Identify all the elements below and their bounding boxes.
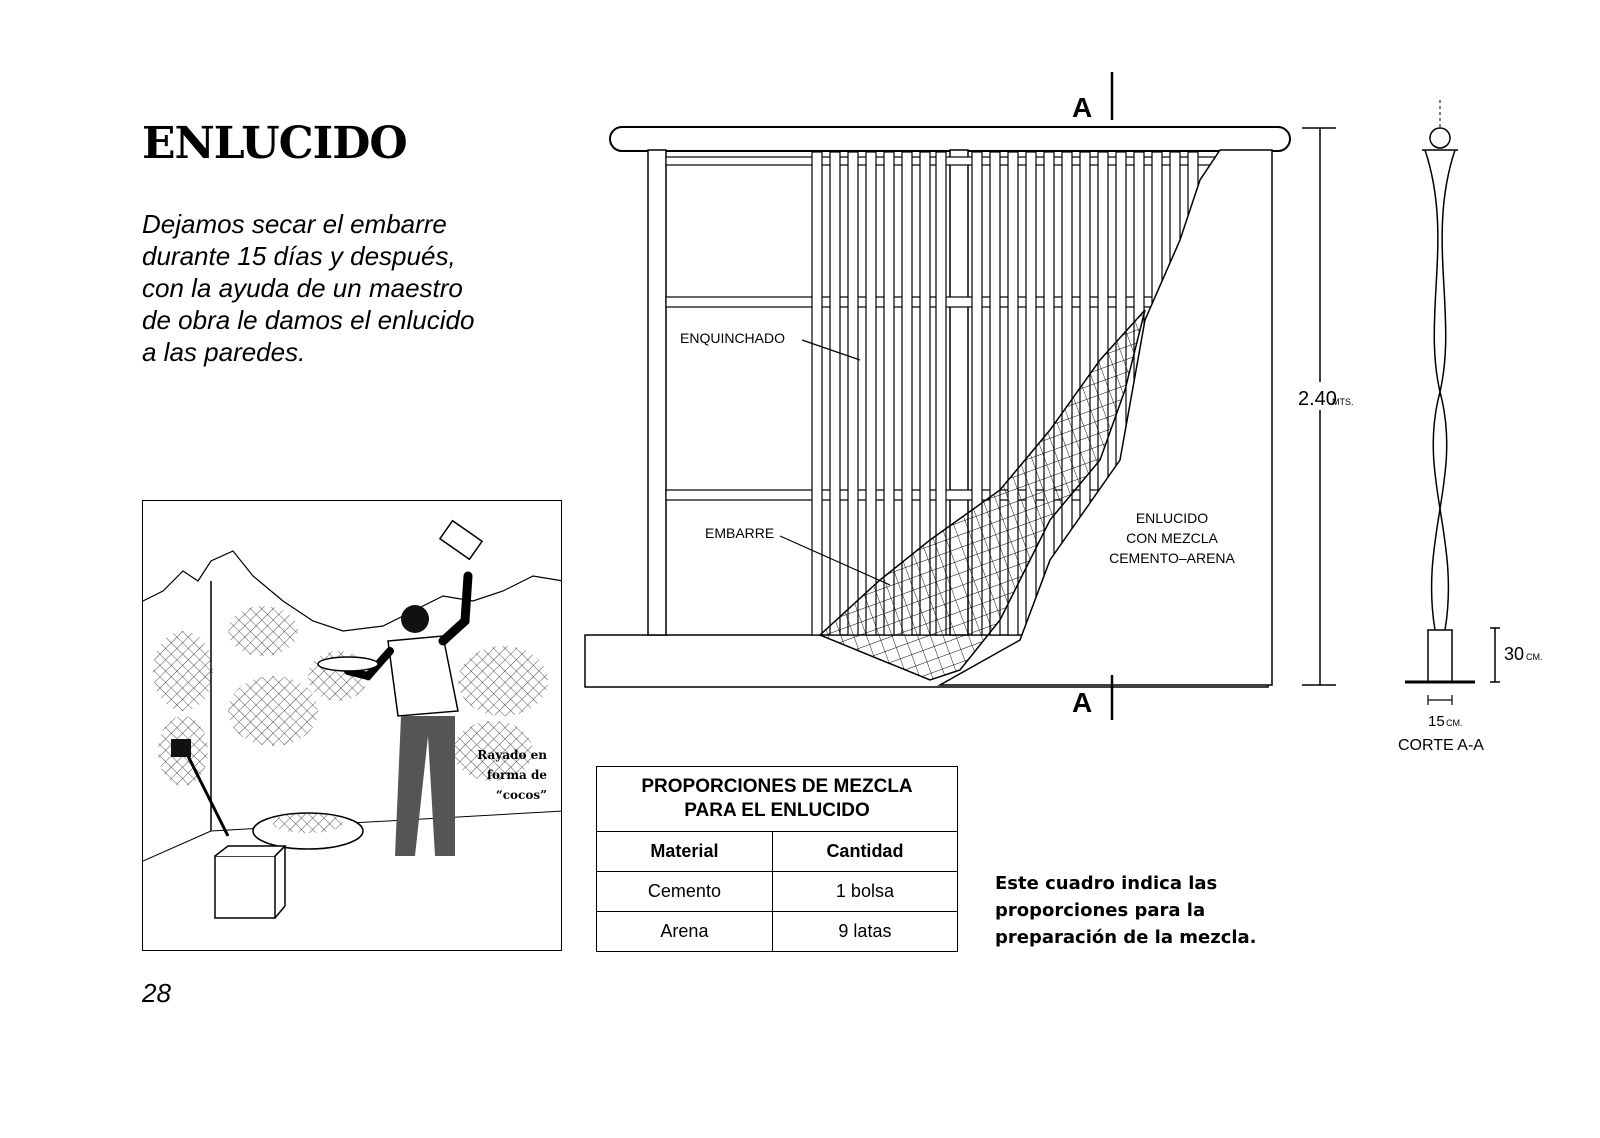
height-unit: MTS. xyxy=(1332,397,1354,407)
table-title-line: PARA EL ENLUCIDO xyxy=(684,800,870,821)
mix-proportions-table: PROPORCIONES DE MEZCLA PARA EL ENLUCIDO … xyxy=(596,766,959,952)
page-title: ENLUCIDO xyxy=(142,118,408,169)
column-header-cantidad: Cantidad xyxy=(771,831,959,872)
label-enlucido: CEMENTO–ARENA xyxy=(1109,550,1235,566)
label-enlucido: CON MEZCLA xyxy=(1126,530,1218,546)
caption-line: Rayado en xyxy=(477,748,547,762)
caption-line: “cocos” xyxy=(495,788,547,802)
foundation-height-unit: CM. xyxy=(1526,652,1543,662)
wall-section-diagram: A A ENQUINCHADO EMBARRE ENLUCIDO CON MEZ… xyxy=(584,72,1543,754)
caption-line: forma de xyxy=(486,768,547,782)
left-post xyxy=(647,149,667,636)
intro-paragraph: Dejamos secar el embarre durante 15 días… xyxy=(142,209,475,367)
table-note: Este cuadro indica las proporciones para… xyxy=(995,873,1257,948)
cocos-caption: Rayado en forma de “cocos” xyxy=(457,745,547,805)
label-enlucido: ENLUCIDO xyxy=(1136,510,1208,526)
worker-illustration: Rayado en forma de “cocos” xyxy=(142,500,562,951)
table-row: Cemento 1 bolsa xyxy=(596,871,959,912)
height-value: 2.40 xyxy=(1298,388,1337,410)
page-number: 28 xyxy=(142,978,171,1008)
wall-width-unit: CM. xyxy=(1446,718,1463,728)
top-beam xyxy=(609,126,1291,152)
enlucido-layer xyxy=(937,149,1273,686)
cell-cantidad: 9 latas xyxy=(771,911,959,952)
label-enquinchado: ENQUINCHADO xyxy=(680,330,785,346)
column-header-material: Material xyxy=(596,831,773,872)
embarre-layer xyxy=(818,309,1146,681)
table-title-line: PROPORCIONES DE MEZCLA xyxy=(641,776,913,797)
label-embarre: EMBARRE xyxy=(705,525,774,541)
section-title: CORTE A-A xyxy=(1398,737,1484,754)
foundation-height-value: 30 xyxy=(1504,644,1524,664)
table-title: PROPORCIONES DE MEZCLA PARA EL ENLUCIDO xyxy=(596,766,958,832)
worker-plastering-sketch xyxy=(143,519,561,919)
section-marker-bottom: A xyxy=(1072,687,1092,718)
table-row: Arena 9 latas xyxy=(596,911,959,952)
wall-width-value: 15 xyxy=(1428,713,1445,730)
cell-material: Arena xyxy=(596,911,773,952)
cell-cantidad: 1 bolsa xyxy=(771,871,959,912)
section-marker-top: A xyxy=(1072,92,1092,123)
cell-material: Cemento xyxy=(596,871,773,912)
